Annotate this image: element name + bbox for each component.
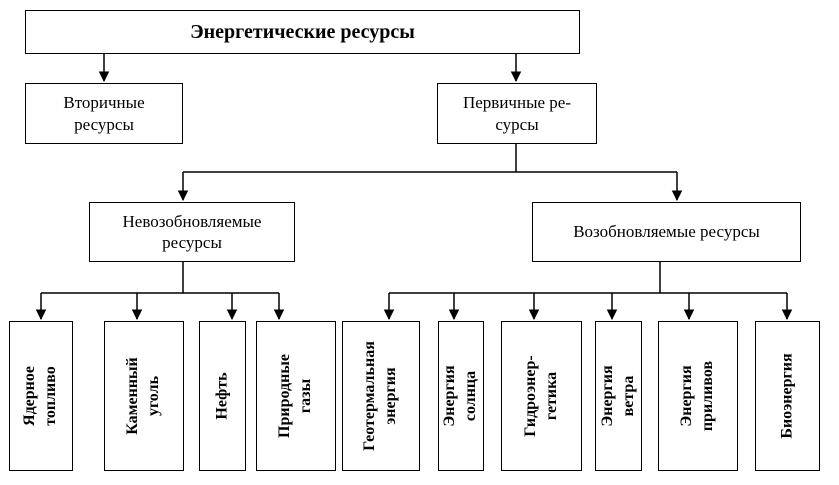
leaf-coal: Каменный уголь — [104, 321, 184, 471]
leaf-natural-gas: Природные газы — [256, 321, 336, 471]
leaf-nuclear-fuel: Ядерное топливо — [9, 321, 73, 471]
renewable-label: Возобновляемые ресурсы — [573, 222, 760, 242]
leaf-hydro-label: Гидроэнер- гетика — [521, 355, 560, 437]
leaf-hydro: Гидроэнер- гетика — [501, 321, 582, 471]
leaf-geothermal: Геотермальная энергия — [342, 321, 420, 471]
secondary-label: Вторичные ресурсы — [63, 93, 145, 134]
leaf-wind-label: Энергия ветра — [598, 365, 637, 427]
root-node: Энергетические ресурсы — [25, 10, 580, 54]
leaf-nuclear-fuel-label: Ядерное топливо — [21, 366, 59, 426]
leaf-wind: Энергия ветра — [595, 321, 642, 471]
root-label: Энергетические ресурсы — [190, 20, 415, 43]
leaf-geothermal-label: Геотермальная энергия — [361, 341, 399, 451]
renewable-node: Возобновляемые ресурсы — [532, 202, 801, 262]
leaf-tidal-label: Энергия приливов — [678, 360, 716, 432]
primary-node: Первичные ре- сурсы — [437, 83, 597, 144]
leaf-bioenergy: Биоэнергия — [755, 321, 820, 471]
leaf-oil-label: Нефть — [213, 372, 231, 420]
leaf-coal-label: Каменный уголь — [124, 357, 162, 435]
leaf-solar: Энергия солнца — [438, 321, 484, 471]
leaf-oil: Нефть — [199, 321, 246, 471]
leaf-natural-gas-label: Природные газы — [276, 354, 314, 438]
leaf-tidal: Энергия приливов — [658, 321, 738, 471]
primary-label: Первичные ре- сурсы — [462, 93, 572, 134]
non-renewable-label: Невозобновляемые ресурсы — [122, 211, 262, 252]
leaf-solar-label: Энергия солнца — [441, 365, 479, 427]
non-renewable-node: Невозобновляемые ресурсы — [89, 202, 295, 262]
secondary-node: Вторичные ресурсы — [25, 83, 183, 144]
leaf-bioenergy-label: Биоэнергия — [778, 353, 796, 439]
